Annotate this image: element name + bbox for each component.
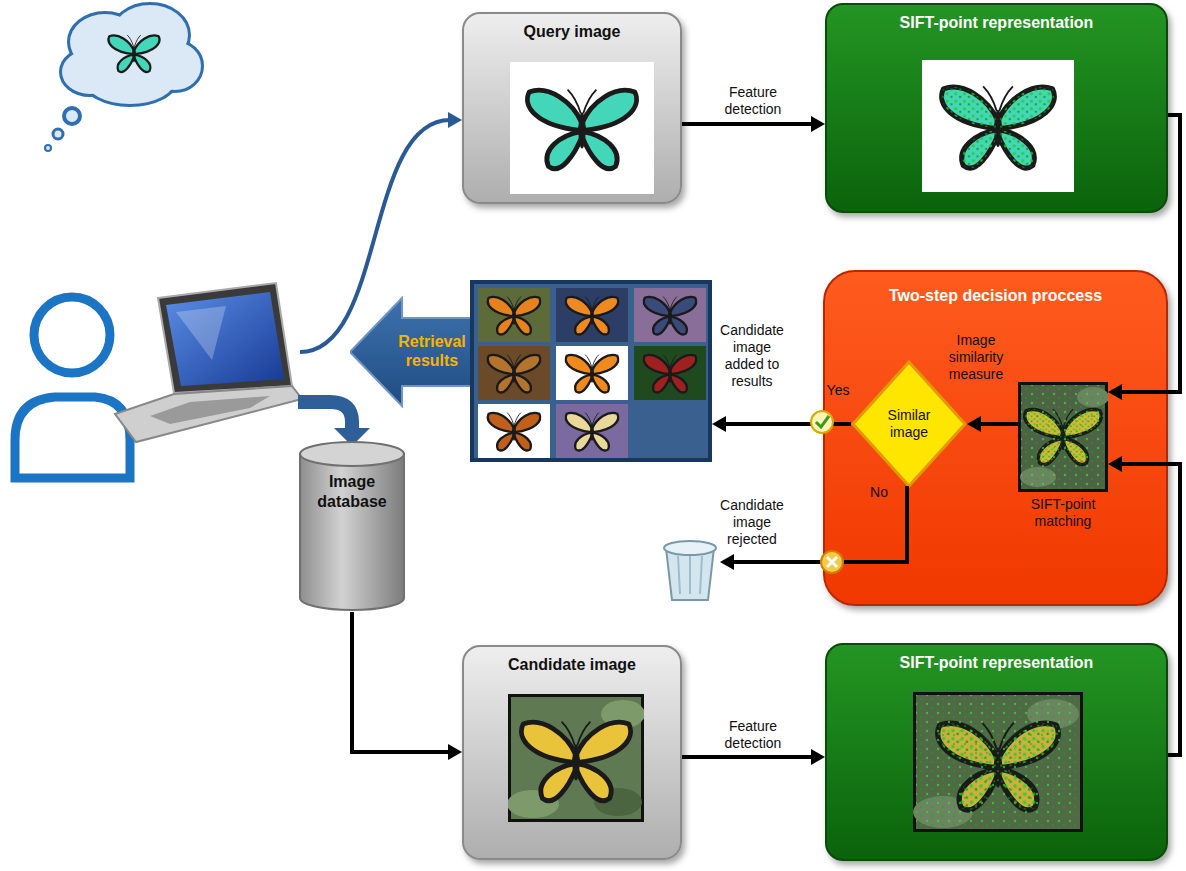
arrow-head: [811, 749, 825, 765]
node-text: SIFT-point matching: [1018, 496, 1108, 530]
laptop-icon: [115, 283, 302, 442]
database-cylinder: Image database: [298, 440, 406, 612]
connector-arrow: [682, 116, 825, 132]
node-text: Image database: [306, 472, 398, 512]
decision-process-box: Two-step decision proccess Similar image…: [823, 270, 1168, 606]
node-text: Retrieval results: [392, 332, 472, 370]
node-text: Candidate image: [508, 655, 636, 675]
results-arrow: Retrieval results: [350, 280, 712, 462]
annotation-label: Candidate image rejected: [716, 497, 788, 548]
database-arrow: [298, 402, 370, 446]
label-anchor: Yes: [818, 382, 858, 399]
node-text: SIFT-point representation: [900, 653, 1094, 673]
label-anchor: Feature detection: [703, 718, 803, 752]
candidate-image: [508, 694, 644, 822]
arrow-head: [448, 744, 462, 760]
arrow-head: [1108, 456, 1122, 472]
reject-line: [720, 486, 907, 570]
node-text: Two-step decision proccess: [889, 286, 1102, 306]
thought-cloud: [45, 5, 201, 151]
results-graphic: [350, 280, 712, 462]
label-anchor: Candidate image rejected: [716, 497, 788, 548]
connector-line: [1118, 115, 1180, 392]
connector-line: [722, 422, 851, 426]
sift-candidate-image: [913, 692, 1083, 832]
connector-arrow: [967, 416, 1018, 432]
matching-image: SIFT-point matching: [1018, 382, 1108, 492]
label-anchor: No: [861, 484, 897, 501]
node-text: Query image: [524, 22, 621, 42]
connector-arrow: [352, 612, 462, 760]
trash-can: [664, 541, 716, 600]
user-icon: [15, 297, 130, 478]
edge-label: Candidate image added to results: [716, 322, 788, 390]
node-text: Similar image: [879, 407, 939, 441]
database-cylinder: [298, 440, 406, 612]
connector-arrow: [1108, 456, 1180, 755]
arrow-head: [712, 416, 726, 432]
feature-box: SIFT-point representation: [825, 643, 1168, 861]
query-arrow: [300, 112, 462, 352]
query-image: [510, 62, 654, 194]
sift-query-image: [922, 60, 1074, 192]
feature-box: SIFT-point representation: [825, 3, 1168, 213]
connector-arrow: [682, 749, 825, 765]
image-box: Candidate image: [462, 645, 682, 860]
node-text: SIFT-point representation: [900, 13, 1094, 33]
label-anchor: Feature detection: [703, 84, 803, 118]
edge-label: Image similarity measure: [936, 332, 1016, 383]
connector-line: [352, 612, 452, 752]
matching-image: [1018, 382, 1108, 492]
label-anchor: Image similarity measure: [936, 332, 1016, 383]
connector-arrow: [712, 416, 851, 432]
label-anchor: Candidate image added to results: [716, 322, 788, 390]
check-icon: [811, 411, 833, 433]
connector-line: [682, 755, 815, 759]
connector-line: [1118, 464, 1180, 755]
edge-label: Feature detection: [703, 718, 803, 752]
annotation-label: Yes: [818, 382, 858, 399]
arrow-head: [967, 416, 981, 432]
connector-line: [977, 422, 1018, 426]
arrow-head: [811, 116, 825, 132]
edge-label: Feature detection: [703, 84, 803, 118]
arrow-head: [1108, 384, 1122, 400]
annotation-label: No: [861, 484, 897, 501]
image-box: Query image: [462, 12, 682, 204]
connector-arrow: [1108, 115, 1180, 400]
reject-icon: [821, 551, 843, 573]
connector-line: [682, 122, 815, 126]
